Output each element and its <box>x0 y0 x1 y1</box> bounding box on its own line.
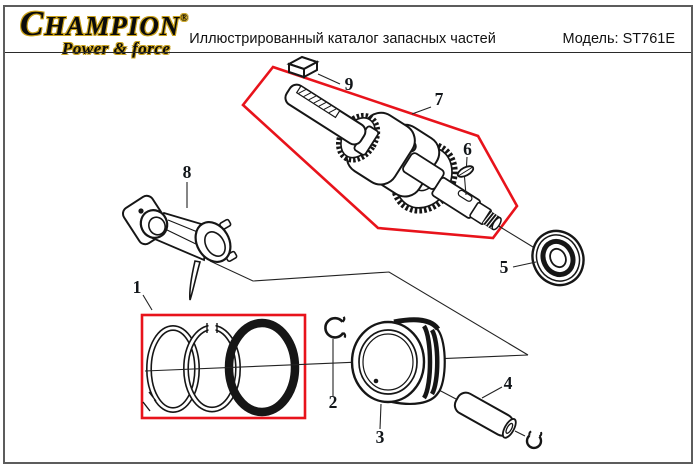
bearing-part <box>531 229 585 287</box>
piston-rings-part <box>142 318 300 417</box>
piston-part <box>350 317 446 405</box>
page-border <box>3 5 693 464</box>
callout-7: 7 <box>435 89 444 109</box>
model-label: Модель: ST761E <box>562 31 676 47</box>
callout-leaders <box>142 73 537 430</box>
crankshaft-part <box>284 83 502 231</box>
crankshaft-highlight <box>241 65 519 240</box>
callout-5: 5 <box>500 257 509 277</box>
registered-mark: ® <box>180 13 188 24</box>
compression-ring-2 <box>183 322 241 413</box>
piston-pin-part <box>453 391 517 439</box>
rod-dipper <box>189 260 202 301</box>
ring-set-highlight <box>140 313 307 420</box>
woodruff-key-part <box>456 165 475 178</box>
callout-3: 3 <box>376 427 385 447</box>
page-title: Иллюстрированный каталог запасных частей <box>189 31 496 47</box>
piston-axis-line <box>144 354 529 372</box>
callout-2: 2 <box>329 392 338 412</box>
brand-logo: CHAMPION® Power & force <box>20 6 188 57</box>
header-divider <box>5 52 691 53</box>
piston-notch <box>373 378 379 384</box>
brand-name: CHAMPION® <box>20 4 188 43</box>
timing-gear-teeth <box>335 112 381 163</box>
connecting-rod-part <box>121 194 238 301</box>
callout-8: 8 <box>183 162 192 182</box>
callout-9: 9 <box>345 74 354 94</box>
callout-4: 4 <box>504 373 513 393</box>
circlip-right-part <box>525 430 543 450</box>
crank-thread <box>481 210 501 230</box>
key-part <box>286 55 320 79</box>
crank-front-shaft <box>284 83 367 146</box>
woodruff-keyway <box>457 189 473 202</box>
circlip-left-part <box>324 316 347 339</box>
callout-1: 1 <box>133 277 142 297</box>
callout-6: 6 <box>463 139 472 159</box>
